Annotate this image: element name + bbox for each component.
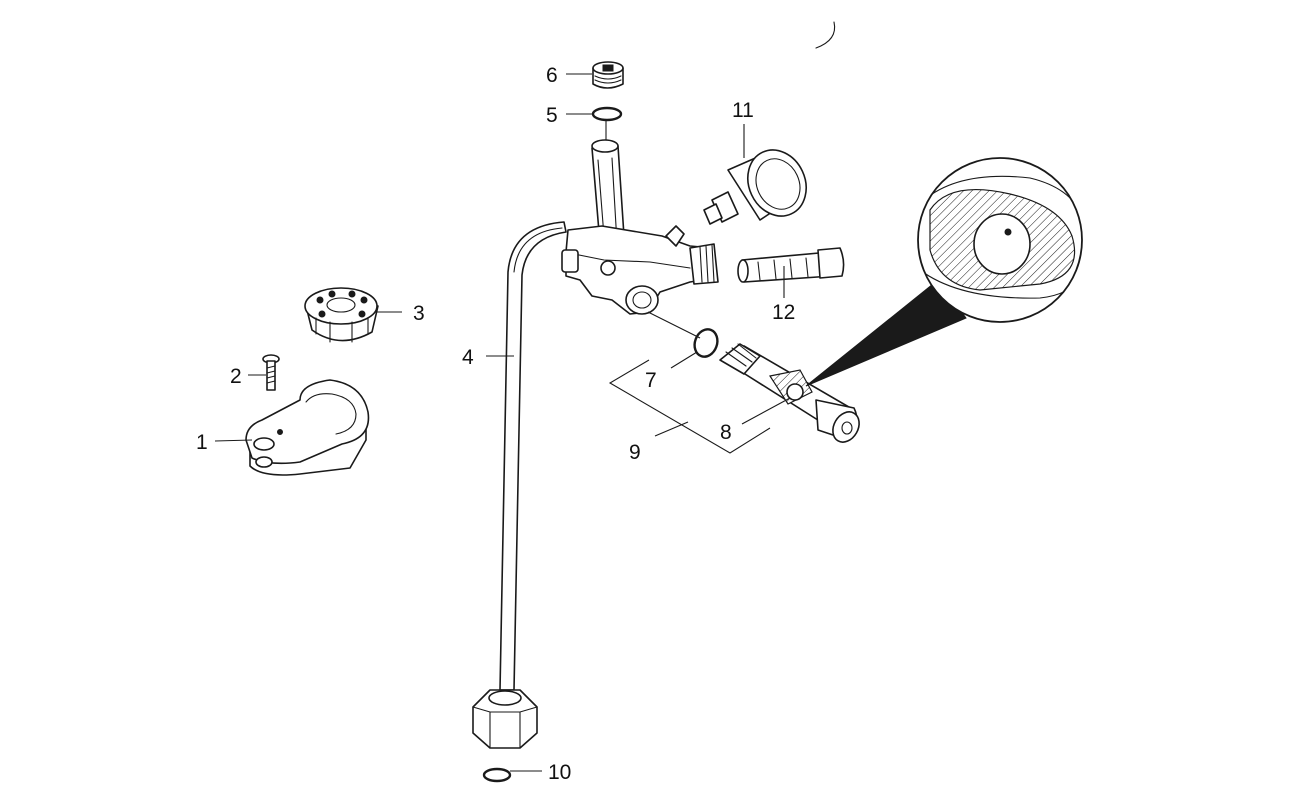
callout-8: 8	[720, 421, 732, 444]
callout-6: 6	[546, 64, 558, 87]
stray-arc-mark	[815, 21, 836, 49]
callout-11: 11	[732, 99, 754, 122]
oil-pipe	[499, 221, 567, 691]
callout-7: 7	[645, 369, 657, 392]
callout-3: 3	[413, 302, 425, 325]
callout-labels: 1 2 3 4 5 6 7 8 9 10 11 12	[196, 64, 795, 784]
callout-10: 10	[548, 761, 571, 784]
o-ring-bottom	[482, 767, 512, 783]
callout-4: 4	[462, 346, 474, 369]
callout-12: 12	[772, 301, 795, 324]
callout-2: 2	[230, 365, 242, 388]
pressure-sensor	[703, 149, 807, 225]
pipe-hex-nut	[472, 689, 538, 749]
o-ring-top	[591, 106, 623, 122]
pressure-valve	[719, 343, 860, 443]
filter	[737, 247, 845, 283]
callout-1: 1	[196, 431, 208, 454]
screw	[262, 354, 280, 391]
o-ring-middle	[693, 328, 719, 358]
detail-zoom-callout	[805, 157, 1083, 387]
callout-5: 5	[546, 104, 558, 127]
castellated-nut	[304, 287, 379, 343]
leader-lines	[214, 73, 791, 772]
plug-screw	[592, 61, 624, 89]
callout-9: 9	[629, 441, 641, 464]
bracket	[245, 379, 370, 476]
valve-body	[561, 139, 719, 315]
